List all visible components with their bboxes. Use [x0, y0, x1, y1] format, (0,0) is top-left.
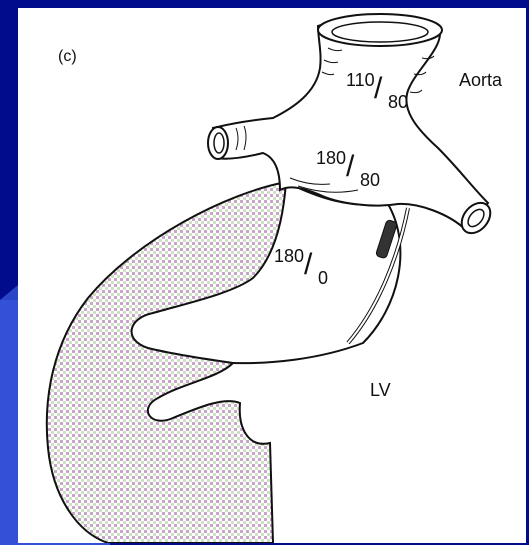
pressure-slash: / [374, 72, 382, 106]
pressure-systolic: 180 [316, 148, 346, 169]
pressure-diastolic: 80 [388, 92, 408, 113]
diagram-panel: (c) Aorta LV 110 / 80 180 / 80 180 / 0 [18, 8, 526, 543]
pressure-systolic: 110 [346, 70, 375, 91]
panel-label: (c) [58, 48, 77, 66]
pressure-slash: / [346, 150, 354, 184]
heart-aorta-illustration [18, 8, 526, 543]
lv-label: LV [370, 380, 391, 401]
pressure-diastolic: 0 [318, 268, 328, 289]
pressure-diastolic: 80 [360, 170, 380, 191]
pressure-slash: / [304, 248, 312, 282]
aorta-label: Aorta [459, 70, 502, 91]
pressure-systolic: 180 [274, 246, 304, 267]
